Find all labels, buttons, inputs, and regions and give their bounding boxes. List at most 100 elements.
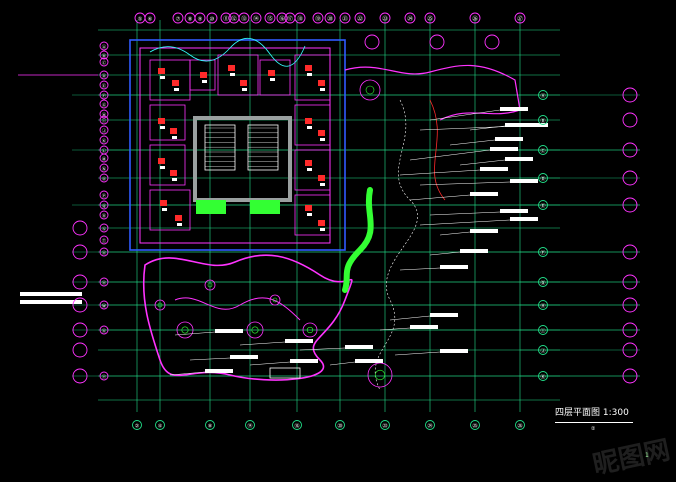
top-axis-bubble (379, 12, 391, 24)
room-partition (217, 54, 259, 96)
annotation-label (480, 167, 508, 171)
right-outer-bubble (622, 322, 638, 338)
leader-line (429, 211, 501, 216)
top-axis-bubble (324, 12, 336, 24)
left-axis-bubble-label: Ⓟ (102, 193, 107, 200)
right-outer-bubble (622, 87, 638, 103)
bottom-axis-bubble (380, 420, 390, 430)
annotation-label (290, 359, 318, 363)
left-axis-bubble-label: Ⓜ (102, 156, 107, 163)
top-axis-bubble-label: ⑥ (148, 16, 153, 23)
top-axis-bubble-label: ⑮ (267, 15, 273, 23)
annotation-label (20, 292, 82, 296)
left-axis-bubble-label: Ⓨ (102, 374, 107, 381)
annotation-label (215, 329, 243, 333)
fixture-mark (160, 126, 165, 129)
top-axis-bubble (144, 12, 156, 24)
leader-line (389, 315, 431, 321)
left-axis-bubble-label: Ⓗ (102, 112, 107, 119)
leader-line (189, 357, 231, 361)
top-axis-bubble-label: ⑤ (138, 16, 143, 23)
leader-line (409, 194, 471, 201)
left-outer-bubble (72, 220, 88, 236)
top-axis-bubble (424, 12, 436, 24)
furniture-block (160, 200, 167, 206)
left-axis-bubble (99, 41, 109, 51)
leader-line (379, 327, 411, 331)
annotation-label (505, 157, 533, 161)
annotation-label (440, 265, 468, 269)
right-axis-bubble-label: Ⓚ (541, 374, 546, 381)
fixture-mark (177, 223, 182, 226)
bottom-axis-bubble-label: ㉔ (428, 423, 433, 430)
annotation-label (410, 325, 438, 329)
leader-line (419, 219, 511, 226)
bottom-axis-bubble-label: ㉕ (473, 423, 478, 430)
fixture-mark (202, 80, 207, 83)
bottom-axis-bubble (132, 420, 142, 430)
leader-line (399, 169, 481, 176)
left-outer-bubble (72, 244, 88, 260)
right-outer-bubble (622, 197, 638, 213)
annotation-label (355, 359, 383, 363)
fixture-mark (320, 138, 325, 141)
annotation-label (505, 123, 533, 127)
fixture-mark (320, 228, 325, 231)
left-axis-bubble-label: Ⓝ (102, 166, 107, 173)
left-axis-bubble (99, 200, 109, 210)
annotation-leaders (18, 74, 548, 376)
left-axis-bubble-label: Ⓥ (102, 280, 107, 287)
top-axis-bubble (172, 12, 184, 24)
left-axis-bubble (99, 135, 109, 145)
annotation-label (440, 349, 468, 353)
top-axis-bubble-label: ㉒ (357, 15, 363, 23)
left-outer-bubble (72, 297, 88, 313)
left-axis-bubble-label: Ⓒ (102, 60, 107, 67)
right-axis-bubble-label: Ⓒ (541, 148, 546, 155)
annotation-label (230, 355, 258, 359)
leader-line (459, 159, 506, 166)
bottom-axis-bubble-label: ⑧ (208, 424, 213, 430)
green-block-right (250, 200, 280, 214)
bottom-axis-bubble (335, 420, 345, 430)
right-axis-bubble-label: Ⓔ (541, 203, 546, 210)
furniture-block (175, 215, 182, 221)
top-axis-bubble (339, 12, 351, 24)
left-axis-bubble (99, 371, 109, 381)
left-axis-bubble (99, 190, 109, 200)
top-axis-bubble-label: ⑩ (210, 16, 215, 23)
bottom-axis-bubble-label: ⑯ (295, 423, 300, 430)
left-axis-bubble (99, 109, 109, 119)
bottom-axis-bubble (245, 420, 255, 430)
left-axis-bubble (99, 153, 109, 163)
furniture-block (158, 68, 165, 74)
bottom-axis-bubble-label: ⑳ (338, 423, 343, 430)
annotation-label (520, 123, 548, 127)
top-axis-bubble (206, 12, 218, 24)
bottom-axis-bubble (155, 420, 165, 430)
tree-trunk (272, 297, 278, 303)
top-axis-bubble-label: ⑰ (287, 15, 293, 23)
annotation-label (285, 339, 313, 343)
corner-mark: 1 (645, 452, 649, 459)
fixture-mark (160, 166, 165, 169)
left-axis-bubble-label: Ⓢ (102, 226, 107, 233)
left-outer-bubble (72, 274, 88, 290)
left-axis-bubble-label: Ⓔ (102, 83, 107, 90)
fixture-mark (307, 126, 312, 129)
top-axis-bubble (276, 12, 288, 24)
top-axis-bubble (404, 12, 416, 24)
top-axis-bubble-label: ⑫ (231, 15, 237, 23)
right-outer-bubble (622, 112, 638, 128)
annotation-label (430, 313, 458, 317)
top-axis-bubble (312, 12, 324, 24)
tree-symbol (154, 299, 166, 311)
walkway-edge (374, 99, 418, 391)
top-axis-bubble (264, 12, 276, 24)
bottom-axis-bubble-label: ⑭ (248, 423, 253, 430)
left-axis-bubble-label: Ⓣ (102, 238, 107, 245)
left-axis-bubble (99, 80, 109, 90)
planting-strip (342, 187, 374, 293)
